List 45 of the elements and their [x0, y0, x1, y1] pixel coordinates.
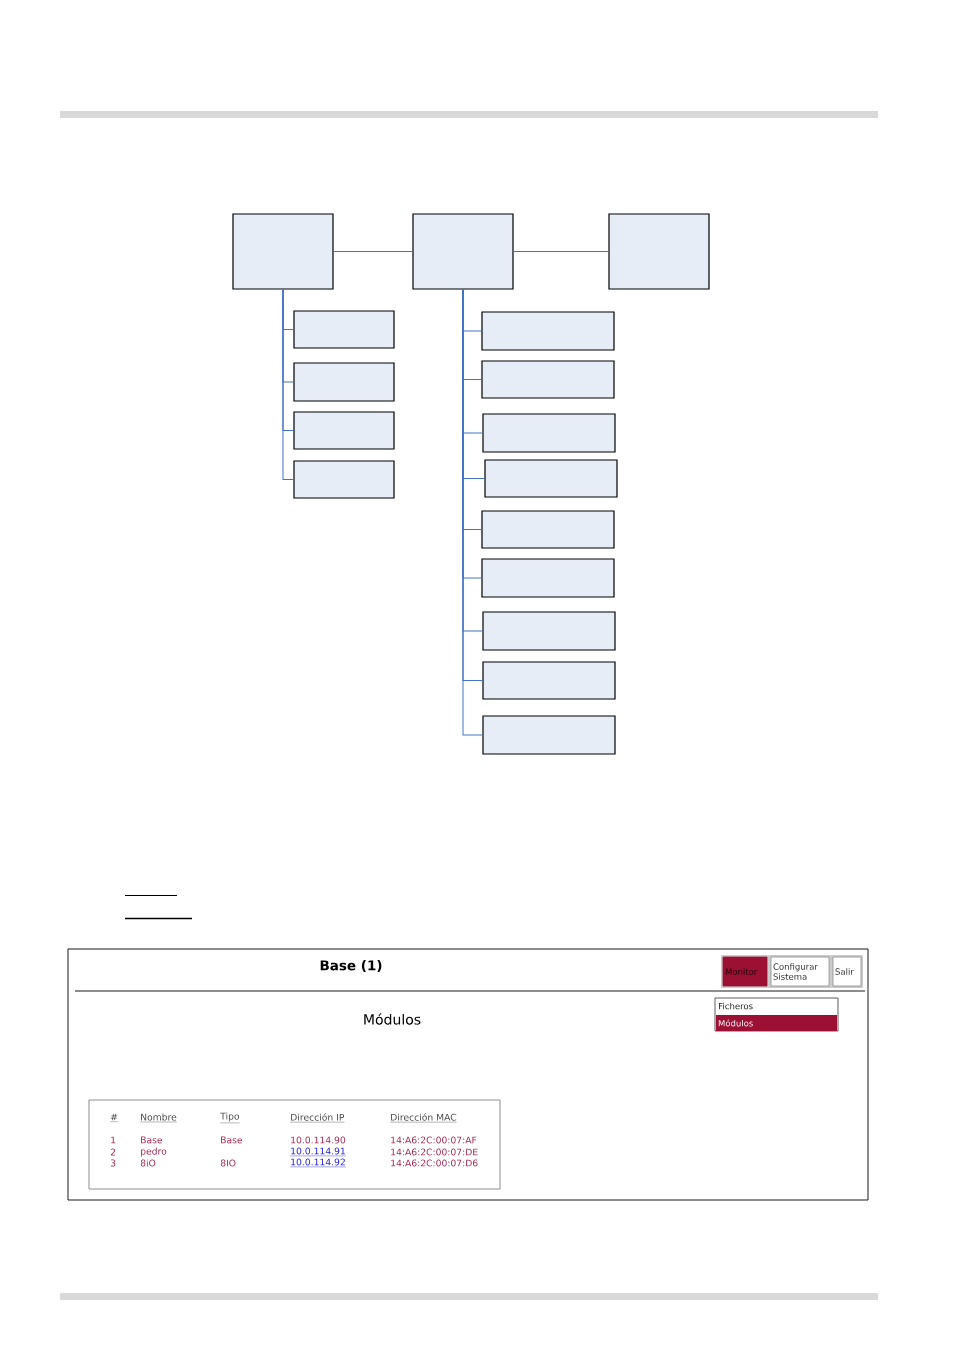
- org-chart-box: [608, 213, 710, 290]
- column-header: Nombre: [140, 1113, 177, 1123]
- table-cell: pedro: [141, 1147, 167, 1157]
- page-title: Base (1): [320, 960, 382, 973]
- selected-menu-item: Módulos: [716, 1015, 837, 1031]
- org-chart-box: [482, 413, 616, 453]
- menu-item: Ficheros: [719, 1002, 753, 1010]
- connector-line: [333, 251, 413, 252]
- connector-line: [513, 251, 609, 252]
- table-cell: 8iO: [140, 1159, 156, 1167]
- table-cell: 2: [110, 1148, 116, 1156]
- table-cell: 10.0.114.90: [291, 1136, 346, 1144]
- org-chart-box: [481, 360, 615, 399]
- connector-line: [282, 289, 294, 480]
- link: 10.0.114.91: [290, 1147, 346, 1157]
- org-chart-box: [293, 411, 395, 450]
- column-header: Dirección MAC: [390, 1113, 457, 1123]
- org-chart-box: [481, 510, 615, 549]
- org-chart-box: [293, 310, 395, 349]
- org-chart-box: [412, 213, 514, 290]
- org-chart-box: [482, 661, 616, 700]
- table-cell: 14:A6:2C:00:07:DE: [391, 1148, 478, 1156]
- table-cell: 14:A6:2C:00:07:AF: [391, 1136, 477, 1144]
- section-heading: Módulos: [364, 1013, 421, 1025]
- table-cell: 8IO: [220, 1159, 236, 1167]
- column-header: #: [110, 1113, 119, 1122]
- org-chart-box: [481, 311, 615, 351]
- table-cell: Base: [141, 1136, 163, 1144]
- org-chart-box: [232, 213, 334, 290]
- nav-button: Configurar Sistema: [770, 956, 830, 987]
- table-cell: 14:A6:2C:00:07:D6: [391, 1159, 478, 1167]
- column-header: Tipo: [220, 1112, 240, 1124]
- link: 10.0.114.92: [290, 1158, 346, 1168]
- org-chart-box: [481, 558, 615, 598]
- org-chart-box: [293, 460, 395, 499]
- table-cell: Base: [221, 1136, 243, 1144]
- org-chart-box: [484, 459, 618, 498]
- table-cell: 1: [111, 1136, 116, 1144]
- org-chart-box: [293, 362, 395, 402]
- column-header: Dirección IP: [290, 1113, 345, 1123]
- table-cell: 3: [110, 1159, 116, 1167]
- org-chart-box: [482, 611, 616, 651]
- nav-button: Monitor: [722, 956, 768, 987]
- org-chart-box: [482, 715, 616, 755]
- nav-button: Salir: [832, 956, 862, 987]
